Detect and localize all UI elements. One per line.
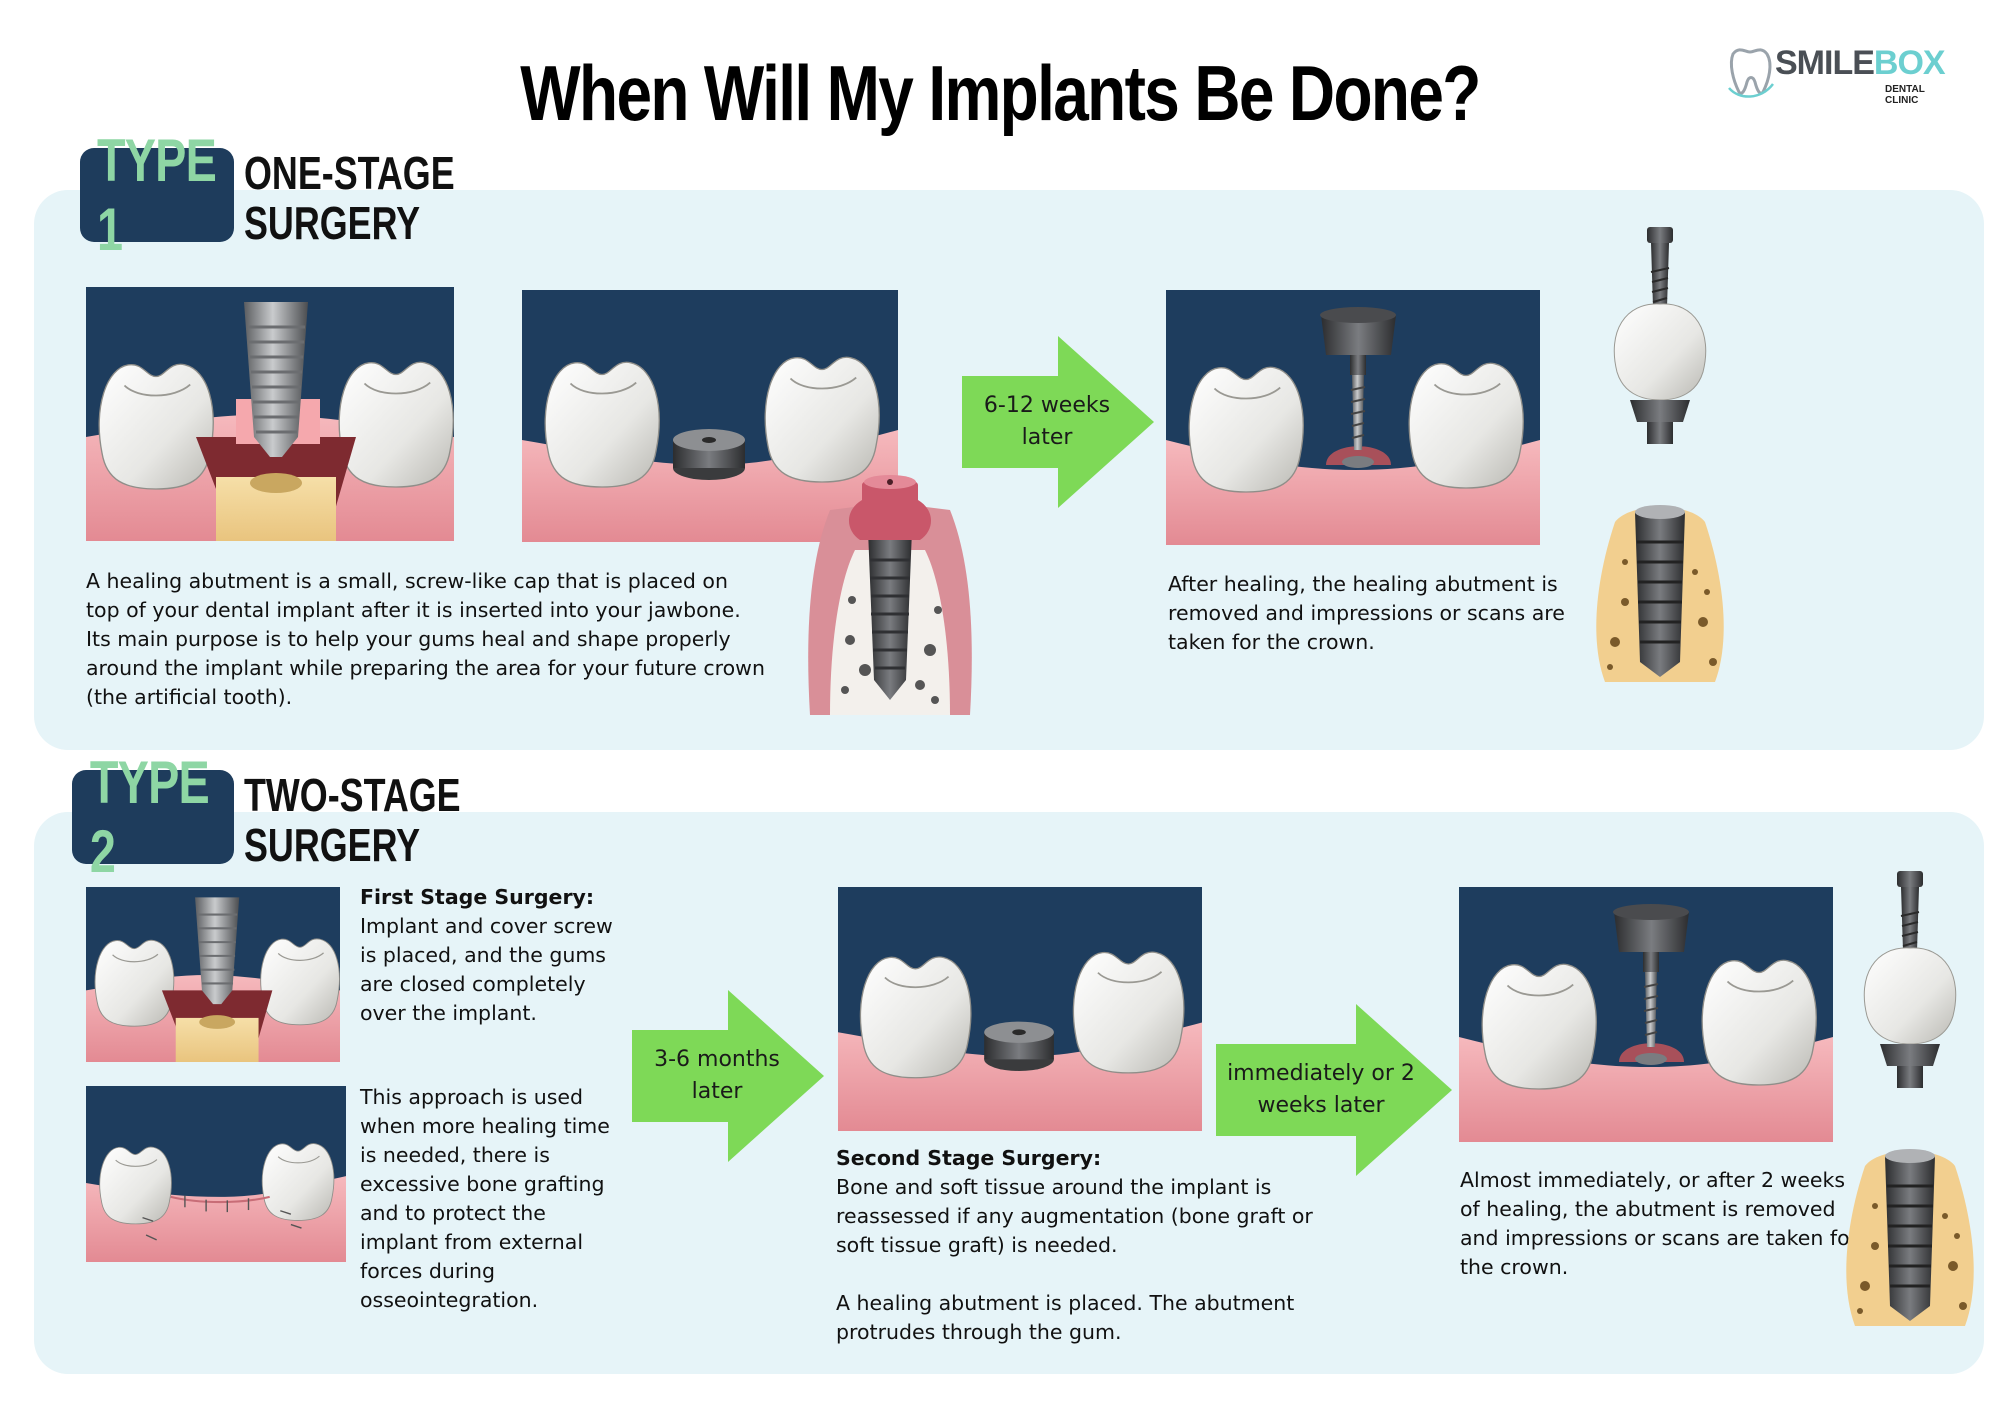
type1-after-text: After healing, the healing abutment is r… [1168,572,1565,654]
tooth-logo-icon [1728,48,1774,98]
type2-badge-text: TYPE 2 [89,749,210,885]
type1-label: ONE-STAGE SURGERY [244,148,455,248]
type2-after-text: Almost immediately, or after 2 weeks of … [1460,1168,1859,1279]
abutment-removal-illustration [1166,290,1540,545]
type1-badge-text: TYPE 1 [96,127,217,263]
right-arrow-icon [1216,1004,1452,1176]
logo-brand-a: SMILE [1775,44,1875,82]
logo-wordmark: SMILEBOX [1775,44,1946,83]
right-arrow-icon [632,990,824,1162]
second-stage-description: Second Stage Surgery: Bone and soft tiss… [836,1144,1336,1347]
first-stage-text: Implant and cover screw is placed, and t… [360,914,613,1025]
implant-cross-section-illustration [790,470,990,715]
type1-label-line1: ONE-STAGE [244,147,455,199]
gums-closed-illustration [86,1086,346,1262]
first-stage-heading: First Stage Surgery: [360,885,595,909]
clinic-logo: SMILEBOX DENTAL CLINIC [1725,40,1955,106]
type2-arrow-1: 3-6 months later [632,990,824,1162]
second-stage-text: Bone and soft tissue around the implant … [836,1175,1313,1257]
type1-badge: TYPE 1 [80,127,234,263]
type2-label: TWO-STAGE SURGERY [244,770,461,870]
healing-abutment-text: A healing abutment is placed. The abutme… [836,1291,1295,1344]
abutment-removal-illustration-2 [1459,887,1833,1142]
type1-label-line2: SURGERY [244,197,421,249]
healing-abutment-illustration [522,290,898,542]
first-stage-illustration [86,887,340,1062]
first-stage-description: First Stage Surgery: Implant and cover s… [360,883,630,1028]
logo-brand-b: BOX [1873,44,1946,82]
type2-arrow-1-label: 3-6 months later [654,1047,780,1104]
type1-arrow: 6-12 weeks later [962,336,1154,508]
type2-badge: TYPE 2 [72,749,234,885]
implant-crown-assembly-illustration [1585,222,1735,692]
implant-crown-assembly-illustration-2 [1835,866,1985,1336]
implant-insertion-illustration [86,287,454,541]
approach-text: This approach is used when more healing … [360,1085,610,1312]
page-title: When Will My Implants Be Done? [520,49,1481,137]
type1-arrow-label: 6-12 weeks later [983,393,1111,450]
type2-label-line1: TWO-STAGE [244,769,461,821]
type1-description: A healing abutment is a small, screw-lik… [86,569,765,709]
type2-label-line2: SURGERY [244,819,421,871]
logo-subtitle: DENTAL CLINIC [1885,84,1925,106]
type2-arrow-2-label: immediately or 2 weeks later [1227,1061,1415,1118]
second-stage-heading: Second Stage Surgery: [836,1146,1102,1170]
right-arrow-icon [962,336,1154,508]
type2-arrow-2: immediately or 2 weeks later [1216,1004,1452,1176]
second-stage-illustration [838,887,1202,1131]
